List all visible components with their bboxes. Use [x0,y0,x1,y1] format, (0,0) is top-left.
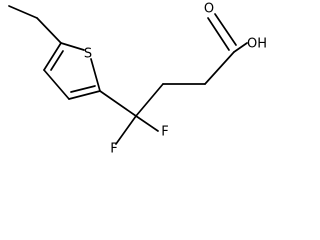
bond-ethyl-terminal [8,5,38,19]
structure-canvas: S O OH F F [8,1,268,156]
bond-ethyl-ring [36,17,62,44]
bond-carbonyl-1 [207,17,230,51]
atom-fluorine-right: F [161,125,168,140]
bond-cf2-to-fluorine-right [135,115,159,132]
bond-ring-to-cf2 [99,90,137,117]
atom-hydroxyl: OH [247,37,267,52]
bond-acid-hydroxyl [233,42,248,53]
bond-ring-c5-s [60,42,85,51]
bond-ring-c2-c3 [68,90,101,100]
bond-ch2-to-acid-carbon [204,51,235,85]
bond-ring-c3-c4 [43,69,70,100]
atom-carbonyl-oxygen: O [204,2,214,17]
bond-ring-c4-c5-inner [50,50,64,71]
bond-cf2-to-ch2 [135,83,164,117]
bond-ring-s-c2 [90,58,101,92]
bond-cf2-to-fluorine-left [115,115,137,145]
atom-fluorine-left: F [110,142,117,156]
atom-sulfur: S [84,47,92,62]
bond-carbonyl-2 [214,13,237,46]
bond-ring-c2-c3-inner [70,85,96,93]
bond-ring-c4-c5 [43,42,62,71]
chemical-structure: S O OH F F [8,2,267,156]
